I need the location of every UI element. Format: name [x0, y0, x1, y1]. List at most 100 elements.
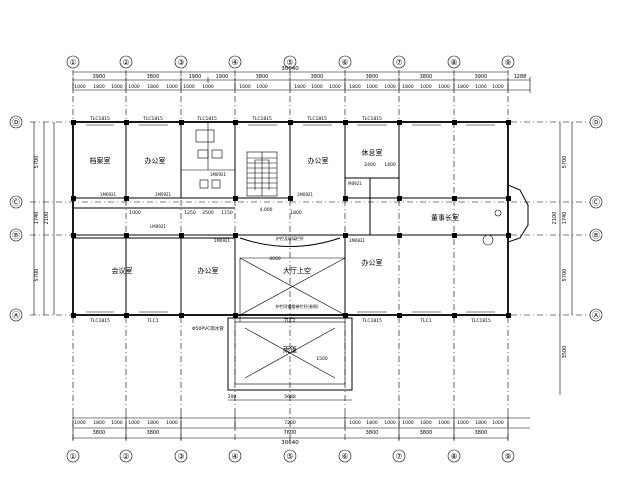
axis-grid-lines — [30, 70, 590, 440]
note-dim: 1800 — [290, 210, 302, 216]
window-tag: TLC1815 — [251, 116, 272, 122]
axis-label: Ⓒ — [592, 198, 600, 207]
dim-label: 1800 — [93, 420, 105, 426]
door-tag: LM0921 — [150, 224, 166, 229]
axis-label: ⑨ — [504, 452, 511, 461]
total-width-label: 30640 — [281, 66, 299, 72]
door-tag: 1M0921 — [210, 172, 227, 177]
dim-label: 3800 — [147, 74, 160, 80]
dim-label: 3800 — [93, 430, 106, 436]
note-dim: 5688 — [284, 394, 296, 400]
axis-label: ④ — [231, 58, 238, 67]
dim-label: 1000 — [438, 84, 450, 90]
axis-label: ⑤ — [286, 452, 293, 461]
axis-label: ⑥ — [341, 452, 348, 461]
axis-bubbles-top: ① ② ③ ④ ⑤ ⑥ ⑦ ⑧ ⑨ — [66, 55, 515, 69]
porch — [227, 317, 353, 401]
dim-label: 1800 — [93, 84, 105, 90]
dim-label: 1000 — [256, 84, 268, 90]
dim-label: 1800 — [457, 84, 469, 90]
window-tags: TLC1815 TLC1815 TLC1815 TLC1815 TLC1815 … — [89, 116, 491, 324]
dim-label: 5700 — [562, 156, 568, 169]
dim-label: 3500 — [562, 346, 568, 359]
dim-label: 1000 — [111, 420, 123, 426]
annotations: 护栏及玻璃栏杆 护栏同钢楼梯栏杆(参照) Φ50PVC雨水管 4.000 400… — [129, 162, 396, 400]
room-office: 办公室 — [145, 156, 166, 165]
dim-label: 5700 — [562, 269, 568, 282]
dim-label: 1000 — [128, 420, 140, 426]
axis-label: ⑦ — [395, 58, 402, 67]
dim-label: 1000 — [74, 84, 86, 90]
dim-label: 5700 — [34, 156, 40, 169]
dim-label: 1000 — [74, 420, 86, 426]
dim-label: 3800 — [311, 74, 324, 80]
dim-label: 3800 — [147, 430, 160, 436]
dim-label: 1900 — [216, 74, 229, 80]
hall-void — [239, 237, 346, 322]
note-drain: Φ50PVC雨水管 — [192, 325, 224, 332]
window-tag: TLC1815 — [361, 318, 382, 324]
door-tag: 1M0821 — [349, 238, 366, 243]
door-tags: 1M0921 1M0921 1M0921 1M0921 LM0921 1M092… — [100, 172, 366, 243]
axis-label: ⑧ — [450, 452, 457, 461]
note-dim: 1000 — [129, 210, 141, 216]
dim-label: 2100 — [552, 212, 558, 225]
room-office: 办公室 — [362, 258, 383, 267]
axis-label: Ⓑ — [12, 231, 20, 240]
columns — [71, 120, 511, 318]
note-dim: 2400 — [364, 162, 376, 168]
room-hall-void: 大厅上空 — [283, 266, 311, 275]
window-tag: TLC1815 — [89, 318, 110, 324]
dim-label: 1000 — [311, 84, 323, 90]
window-tag: TLC1815 — [89, 116, 110, 122]
note-dim: 1400 — [384, 162, 396, 168]
door-tag: 1M0921 — [297, 192, 314, 197]
dim-label: 1288 — [514, 74, 527, 80]
dim-label: 1800 — [420, 420, 432, 426]
dim-label: 1800 — [475, 420, 487, 426]
note-rail: 护栏及玻璃栏杆 — [276, 235, 304, 241]
note-dim: 200 — [228, 394, 237, 400]
dim-label: 1740 — [562, 212, 568, 225]
left-dimensions: 5700 1740 2100 5700 — [33, 122, 55, 315]
dim-label: 1000 — [111, 84, 123, 90]
note-dim: 2500 — [202, 210, 214, 216]
right-dimensions: 5700 1740 2100 5700 3500 — [552, 122, 573, 395]
window-tag: TLC1815 — [142, 116, 163, 122]
dim-label: 1000 — [166, 420, 178, 426]
window-tag: TLC1815 — [361, 116, 382, 122]
axis-label: ② — [122, 452, 129, 461]
dim-label: 1800 — [349, 84, 361, 90]
window-tag: TLC1815 — [196, 116, 217, 122]
bay-window — [482, 184, 529, 246]
dim-label: 1800 — [147, 84, 159, 90]
axis-label: ⑦ — [395, 452, 402, 461]
dim-label: 1000 — [492, 420, 504, 426]
axis-label: ⑤ — [286, 58, 293, 67]
dim-label: 1000 — [402, 420, 414, 426]
window-tag: TLC1 — [146, 318, 158, 324]
dim-label: 1800 — [402, 84, 414, 90]
dim-label: 1000 — [475, 84, 487, 90]
dim-label: 1000 — [166, 84, 178, 90]
room-office: 办公室 — [198, 266, 219, 275]
axis-bubbles-right: Ⓓ Ⓒ Ⓑ Ⓐ — [589, 115, 603, 322]
note-dim: 4000 — [269, 256, 281, 262]
dim-label: 1000 — [183, 84, 195, 90]
dim-label: 1000 — [128, 84, 140, 90]
dim-label: 2100 — [44, 212, 50, 225]
dim-label: 1000 — [384, 420, 396, 426]
axis-label: ① — [69, 452, 76, 461]
axis-label: ⑨ — [504, 58, 511, 67]
axis-label: Ⓒ — [12, 198, 20, 207]
note-dim: 1500 — [316, 356, 328, 362]
note-dim: 1150 — [221, 210, 233, 216]
toilet-fixtures — [181, 122, 235, 189]
dim-label: 3800 — [366, 430, 379, 436]
room-labels: 档案室 办公室 办公室 休息室 董事长室 会议室 办公室 大厅上空 办公室 雨篷 — [90, 148, 460, 354]
window-tag: TLC2 — [283, 318, 295, 324]
axis-label: ④ — [231, 452, 238, 461]
dim-label: 1800 — [294, 84, 306, 90]
note-rail: 护栏同钢楼梯栏杆(参照) — [275, 303, 319, 309]
